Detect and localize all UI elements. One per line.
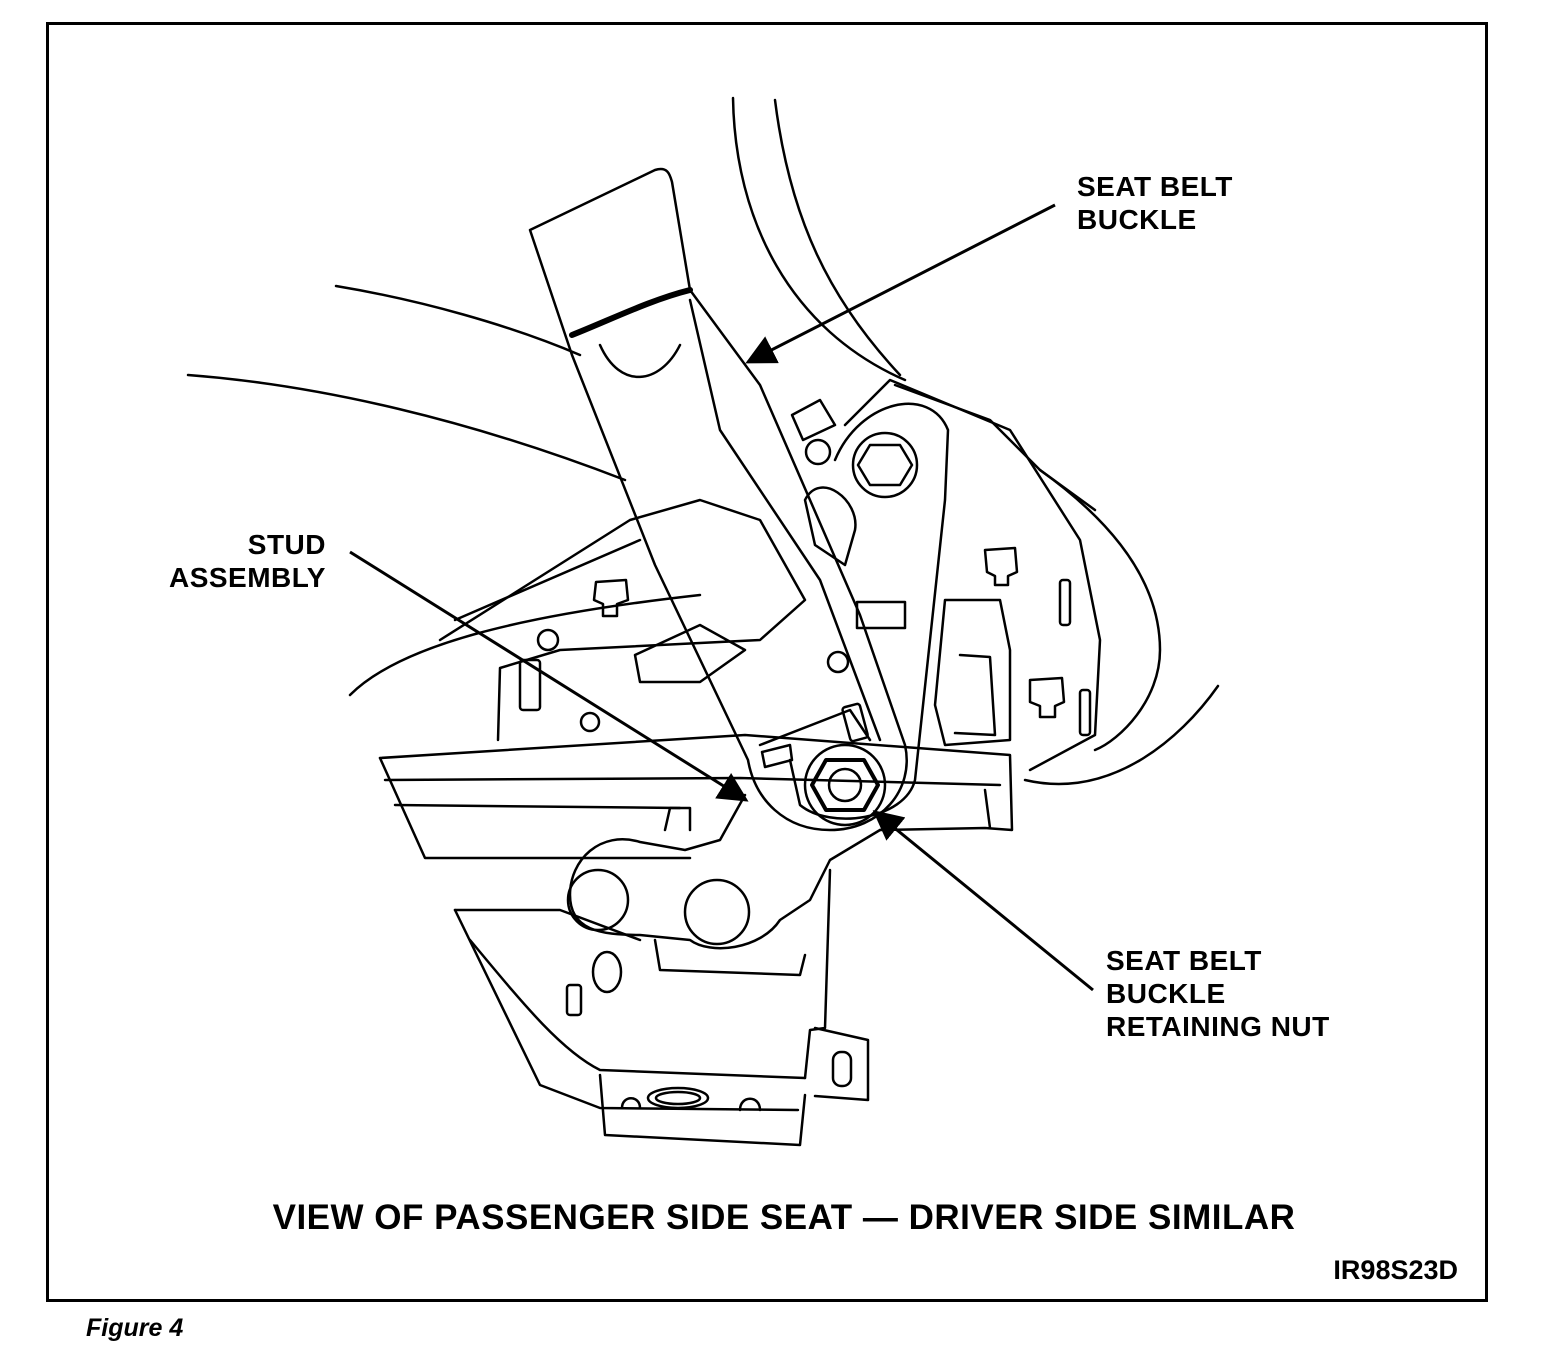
stud-leader-arrow <box>349 550 749 802</box>
floor-curve <box>1023 684 1220 786</box>
nut-leader-arrow <box>872 810 1094 992</box>
retaining-nut-washer <box>803 743 887 827</box>
diagram-caption: VIEW OF PASSENGER SIDE SEAT — DRIVER SID… <box>272 1198 1296 1237</box>
seat-belt-buckle-label-line-1: SEAT BELT <box>1077 171 1233 202</box>
seat-belt-buckle-label-line-2: BUCKLE <box>1077 204 1197 235</box>
illustration-id: IR98S23D <box>1333 1255 1458 1285</box>
seat-cushion-curve-upper <box>334 284 582 357</box>
seat-belt-buckle-label: SEAT BELT BUCKLE <box>1077 170 1233 236</box>
upper-bracket <box>438 498 807 742</box>
retaining-nut-label-line-2: BUCKLE <box>1106 978 1226 1009</box>
stud-assembly-label-line-2: ASSEMBLY <box>168 562 326 593</box>
retaining-nut-label-line-3: RETAINING NUT <box>1106 1011 1330 1042</box>
upper-pivot-nut <box>856 443 914 487</box>
seat-cushion-curve-lower <box>186 373 627 482</box>
retaining-nut <box>810 758 880 812</box>
figure-label: Figure 4 <box>86 1314 184 1342</box>
buckle-leader-arrow <box>745 203 1056 364</box>
stud-assembly-label: STUD ASSEMBLY <box>150 528 326 594</box>
upper-pivot-nut-washer <box>851 431 919 499</box>
seat-track <box>378 733 1014 832</box>
seat-back-curve-outer <box>773 98 902 377</box>
pivot-plate <box>788 402 950 820</box>
seat-cushion-curve-front <box>348 593 702 697</box>
seat-back-curve-inner <box>731 96 907 382</box>
recliner-housing <box>843 378 1102 772</box>
retaining-nut-label-line-1: SEAT BELT <box>1106 945 1262 976</box>
retaining-nut-label: SEAT BELT BUCKLE RETAINING NUT <box>1106 944 1330 1043</box>
figure-frame <box>46 22 1488 1302</box>
stud-assembly-label-line-1: STUD <box>247 529 326 560</box>
